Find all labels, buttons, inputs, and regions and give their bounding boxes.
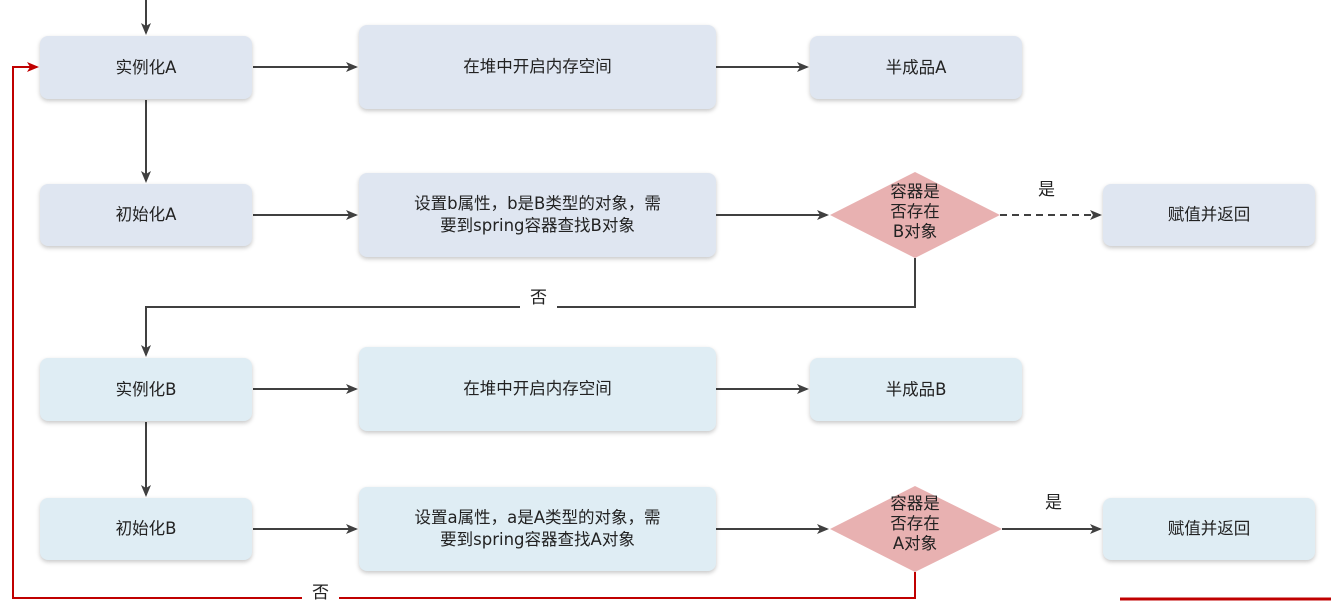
assign-return-b-box: 赋值并返回 — [1103, 184, 1315, 246]
heap-alloc-a-label: 在堆中开启内存空间 — [463, 57, 612, 76]
set-a-property-line1: 设置a属性，a是A类型的对象，需 — [414, 508, 661, 527]
initialize-b-label: 初始化B — [115, 519, 177, 538]
no-label-b: 否 — [520, 288, 557, 308]
half-product-a-label: 半成品A — [885, 57, 947, 77]
set-b-property-line1: 设置b属性，b是B类型的对象，需 — [414, 194, 661, 213]
decision-b-line3: B对象 — [892, 222, 938, 241]
initialize-b-box: 初始化B — [40, 498, 252, 560]
decision-diamond-a — [830, 486, 1002, 572]
decision-a-line3: A对象 — [892, 534, 938, 553]
decision-diamond-b — [830, 172, 1000, 258]
set-a-property-box: 设置a属性，a是A类型的对象，需 要到spring容器查找A对象 — [359, 487, 716, 571]
decision-a-line2: 否存在 — [890, 514, 940, 533]
decision-b-text: 容器是 否存在 B对象 — [865, 182, 965, 242]
half-product-b-label: 半成品B — [885, 379, 947, 399]
decision-a-line1: 容器是 — [890, 494, 940, 513]
yes-label-a: 是 — [1045, 493, 1062, 513]
instantiate-b-box: 实例化B — [40, 358, 252, 421]
half-product-b-box: 半成品B — [810, 358, 1022, 421]
set-b-property-line2: 要到spring容器查找B对象 — [440, 216, 635, 235]
heap-alloc-b-box: 在堆中开启内存空间 — [359, 347, 716, 431]
assign-return-a-label: 赋值并返回 — [1167, 519, 1251, 538]
set-b-property-box: 设置b属性，b是B类型的对象，需 要到spring容器查找B对象 — [359, 173, 716, 257]
half-product-a-box: 半成品A — [810, 36, 1022, 99]
heap-alloc-a-box: 在堆中开启内存空间 — [359, 25, 716, 109]
arrow-decisionA-no-loop — [12, 62, 916, 599]
no-label-a: 否 — [302, 583, 339, 603]
initialize-a-label: 初始化A — [115, 205, 177, 224]
assign-return-b-label: 赋值并返回 — [1167, 205, 1251, 224]
yes-label-b: 是 — [1038, 180, 1055, 200]
decision-b-line1: 容器是 — [890, 182, 940, 201]
instantiate-b-label: 实例化B — [115, 379, 177, 399]
assign-return-a-box: 赋值并返回 — [1103, 498, 1315, 560]
initialize-a-box: 初始化A — [40, 184, 252, 246]
decision-b-line2: 否存在 — [890, 202, 940, 221]
instantiate-a-label: 实例化A — [115, 57, 177, 77]
decision-a-text: 容器是 否存在 A对象 — [865, 494, 965, 554]
instantiate-a-box: 实例化A — [40, 36, 252, 99]
heap-alloc-b-label: 在堆中开启内存空间 — [463, 379, 612, 398]
set-a-property-line2: 要到spring容器查找A对象 — [440, 530, 635, 549]
